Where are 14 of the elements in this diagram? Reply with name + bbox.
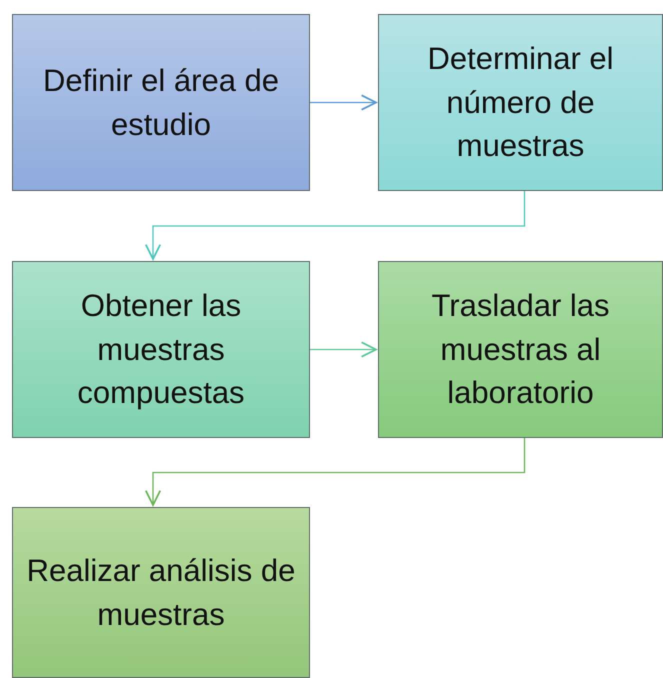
process-box bbox=[12, 261, 310, 438]
step-text: Trasladar las muestras al laboratorio bbox=[430, 287, 611, 412]
process-box bbox=[12, 14, 310, 191]
step-text: Definir el área de estudio bbox=[42, 62, 280, 144]
step-text: Determinar el número de muestras bbox=[426, 40, 615, 166]
arrow bbox=[144, 191, 526, 260]
arrow bbox=[144, 438, 526, 506]
arrow bbox=[310, 94, 377, 111]
arrow bbox=[310, 341, 377, 358]
process-box bbox=[12, 507, 310, 678]
process-box bbox=[378, 14, 663, 191]
step-text: Obtener las muestras compuestas bbox=[76, 287, 246, 412]
step-text: Realizar análisis de muestras bbox=[26, 552, 296, 634]
process-box bbox=[378, 261, 663, 438]
